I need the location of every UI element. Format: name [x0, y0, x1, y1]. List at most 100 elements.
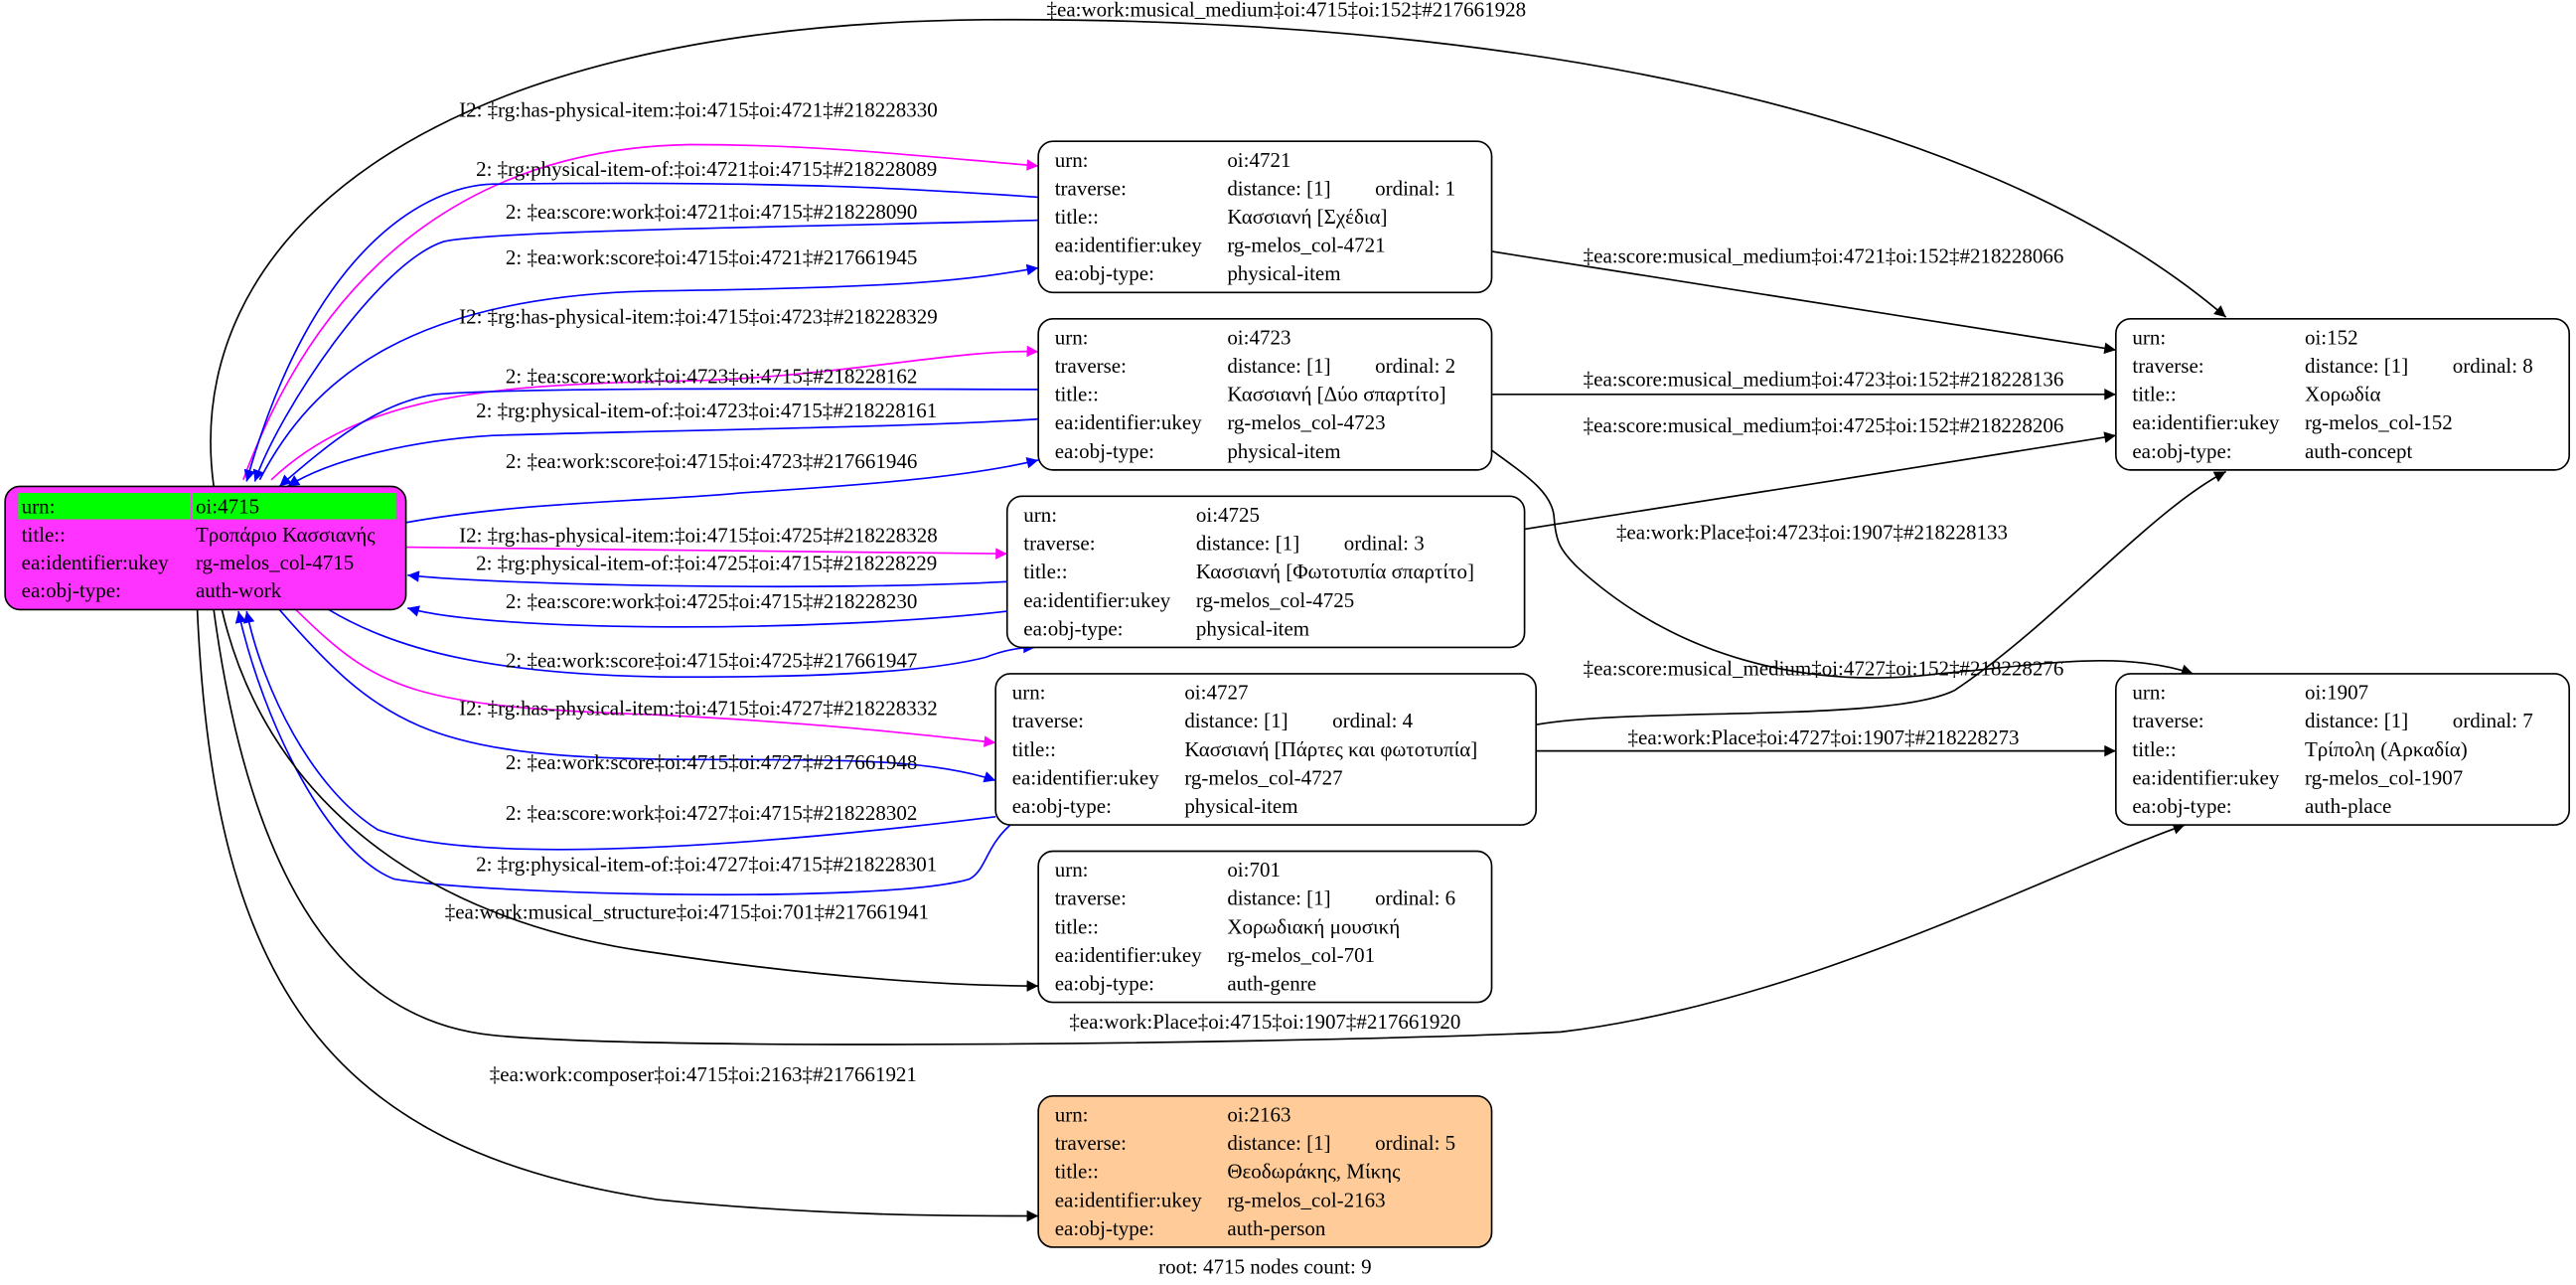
- field-label-urn: urn:: [1055, 325, 1089, 349]
- urn-highlight: [18, 493, 191, 520]
- field-value-ukey: rg-melos_col-1907: [2305, 765, 2463, 789]
- edge-4727-1907: ‡ea:work:Place‡oi:4727‡oi:1907‡#21822827…: [1536, 725, 2116, 757]
- node-box: [2115, 673, 2571, 826]
- edge-line: [196, 609, 1039, 1222]
- field-label-ukey: ea:identifier:ukey: [22, 551, 169, 574]
- edge-4715-2163: ‡ea:work:composer‡oi:4715‡oi:2163‡#21766…: [196, 609, 1039, 1222]
- field-value-ukey: rg-melos_col-4725: [1196, 588, 1354, 612]
- field-label-traverse: traverse:: [1055, 176, 1127, 200]
- field-label-obj_type: ea:obj-type:: [1055, 261, 1154, 285]
- edge-4715-4725: 2: ‡ea:work:score‡oi:4715‡oi:4725‡#21766…: [328, 608, 1035, 679]
- field-value-urn: oi:701: [1227, 858, 1281, 882]
- traverse-ordinal: ordinal: 4: [1332, 709, 1414, 732]
- edge-label: ‡ea:work:Place‡oi:4727‡oi:1907‡#21822827…: [1628, 725, 2020, 749]
- edge-label: 2: ‡ea:work:score‡oi:4715‡oi:4725‡#21766…: [506, 648, 917, 672]
- edge-label: ‡ea:work:composer‡oi:4715‡oi:2163‡#21766…: [490, 1062, 917, 1086]
- edge-line: [328, 608, 1035, 679]
- edge-4723-4715: 2: ‡rg:physical-item-of:‡oi:4723‡oi:4715…: [287, 399, 1039, 488]
- field-value-ukey: rg-melos_col-2163: [1227, 1188, 1385, 1211]
- node-box: [1037, 850, 1493, 1004]
- traverse-ordinal: ordinal: 1: [1375, 176, 1455, 200]
- field-value-urn: oi:4723: [1227, 325, 1290, 349]
- edge-label: 2: ‡rg:physical-item-of:‡oi:4723‡oi:4715…: [476, 399, 937, 422]
- edge-label: 2: ‡ea:score:work‡oi:4725‡oi:4715‡#21822…: [506, 589, 917, 613]
- edge-label: 2: ‡ea:work:score‡oi:4715‡oi:4727‡#21766…: [506, 750, 917, 774]
- field-label-obj_type: ea:obj-type:: [1055, 439, 1154, 463]
- field-label-title: title::: [1055, 914, 1099, 938]
- field-value-title: Τροπάριο Κασσιανής: [196, 523, 376, 547]
- edge-label: ‡ea:work:Place‡oi:4715‡oi:1907‡#21766192…: [1069, 1010, 1460, 1034]
- traverse-distance: distance: [1]: [1227, 176, 1330, 200]
- edge-4723-152: ‡ea:score:musical_medium‡oi:4723‡oi:152‡…: [1491, 368, 2116, 401]
- edge-line: [1491, 250, 2116, 355]
- edge-label: ‡ea:work:musical_medium‡oi:4715‡oi:152‡#…: [1047, 0, 1527, 22]
- traverse-ordinal: ordinal: 3: [1344, 532, 1425, 556]
- traverse-distance: distance: [1]: [1227, 886, 1330, 910]
- node-152[interactable]: urn: oi:152 traverse: distance: [1] ordinal:…: [2115, 317, 2571, 471]
- field-value-obj_type: auth-place: [2305, 794, 2391, 818]
- field-value-obj_type: auth-work: [196, 578, 282, 602]
- field-value-urn: oi:4725: [1196, 503, 1260, 527]
- edge-line: [221, 609, 1039, 992]
- edge-4715-152: ‡ea:work:musical_medium‡oi:4715‡oi:152‡#…: [210, 0, 2227, 487]
- field-label-traverse: traverse:: [1055, 354, 1127, 378]
- traverse-ordinal: ordinal: 2: [1375, 354, 1455, 378]
- field-label-traverse: traverse:: [2132, 354, 2203, 378]
- edge-line: [407, 605, 1007, 628]
- edge-4725-4715: 2: ‡ea:score:work‡oi:4725‡oi:4715‡#21822…: [407, 589, 1007, 628]
- field-value-obj_type: physical-item: [1227, 261, 1340, 285]
- traverse-ordinal: ordinal: 8: [2453, 354, 2533, 378]
- field-value-ukey: rg-melos_col-152: [2305, 410, 2453, 434]
- node-box: [2115, 317, 2571, 471]
- traverse-distance: distance: [1]: [1196, 532, 1299, 556]
- edge-line: [1491, 449, 2194, 679]
- field-value-title: Τρίπολη (Αρκαδία): [2305, 737, 2468, 761]
- edge-4723-4715: 2: ‡ea:score:work‡oi:4723‡oi:4715‡#21822…: [278, 364, 1039, 488]
- node-box: [1037, 140, 1493, 294]
- edge-label: ‡ea:score:musical_medium‡oi:4721‡oi:152‡…: [1584, 244, 2064, 268]
- field-value-title: Κασσιανή [Φωτοτυπία σπαρτίτο]: [1196, 560, 1474, 583]
- field-value-obj_type: physical-item: [1227, 439, 1340, 463]
- edge-label: I2: ‡rg:has-physical-item:‡oi:4715‡oi:47…: [459, 305, 938, 329]
- field-label-title: title::: [1055, 383, 1099, 406]
- edge-line: [243, 182, 1039, 482]
- field-value-urn: oi:4721: [1227, 148, 1290, 172]
- edge-line: [213, 609, 2186, 1045]
- edge-4727-152: ‡ea:score:musical_medium‡oi:4727‡oi:152‡…: [1536, 470, 2226, 725]
- node-box: [1005, 495, 1526, 649]
- field-label-ukey: ea:identifier:ukey: [1012, 765, 1159, 789]
- field-label-traverse: traverse:: [1023, 532, 1095, 556]
- field-label-obj_type: ea:obj-type:: [2132, 439, 2231, 463]
- edge-4715-701: ‡ea:work:musical_structure‡oi:4715‡oi:70…: [221, 609, 1039, 992]
- edge-4715-4721: 2: ‡ea:work:score‡oi:4715‡oi:4721‡#21766…: [258, 245, 1039, 481]
- edge-4721-4715: 2: ‡rg:physical-item-of:‡oi:4721‡oi:4715…: [243, 157, 1039, 482]
- field-value-obj_type: auth-concept: [2305, 439, 2413, 463]
- field-value-urn: oi:152: [2305, 325, 2358, 349]
- field-value-obj_type: auth-person: [1227, 1216, 1326, 1240]
- edge-4723-1907: ‡ea:work:Place‡oi:4723‡oi:1907‡#21822813…: [1491, 449, 2194, 679]
- field-value-title: Χορωδιακή μουσική: [1227, 914, 1400, 938]
- field-label-urn: urn:: [2132, 325, 2166, 349]
- field-label-ukey: ea:identifier:ukey: [1055, 1188, 1202, 1211]
- field-label-title: title::: [1055, 205, 1099, 229]
- edge-label: 2: ‡ea:score:work‡oi:4721‡oi:4715‡#21822…: [506, 200, 917, 224]
- field-value-title: Κασσιανή [Σχέδια]: [1227, 205, 1387, 229]
- edge-line: [287, 417, 1039, 488]
- field-value-title: Κασσιανή [Δύο σπαρτίτο]: [1227, 383, 1445, 406]
- edge-label: 2: ‡ea:work:score‡oi:4715‡oi:4723‡#21766…: [506, 449, 917, 473]
- edge-label: I2: ‡rg:has-physical-item:‡oi:4715‡oi:47…: [459, 696, 938, 720]
- field-label-obj_type: ea:obj-type:: [1055, 1216, 1154, 1240]
- traverse-ordinal: ordinal: 7: [2453, 709, 2533, 732]
- traverse-distance: distance: [1]: [2305, 354, 2408, 378]
- field-value-urn: oi:2163: [1227, 1102, 1290, 1126]
- field-label-title: title::: [2132, 383, 2176, 406]
